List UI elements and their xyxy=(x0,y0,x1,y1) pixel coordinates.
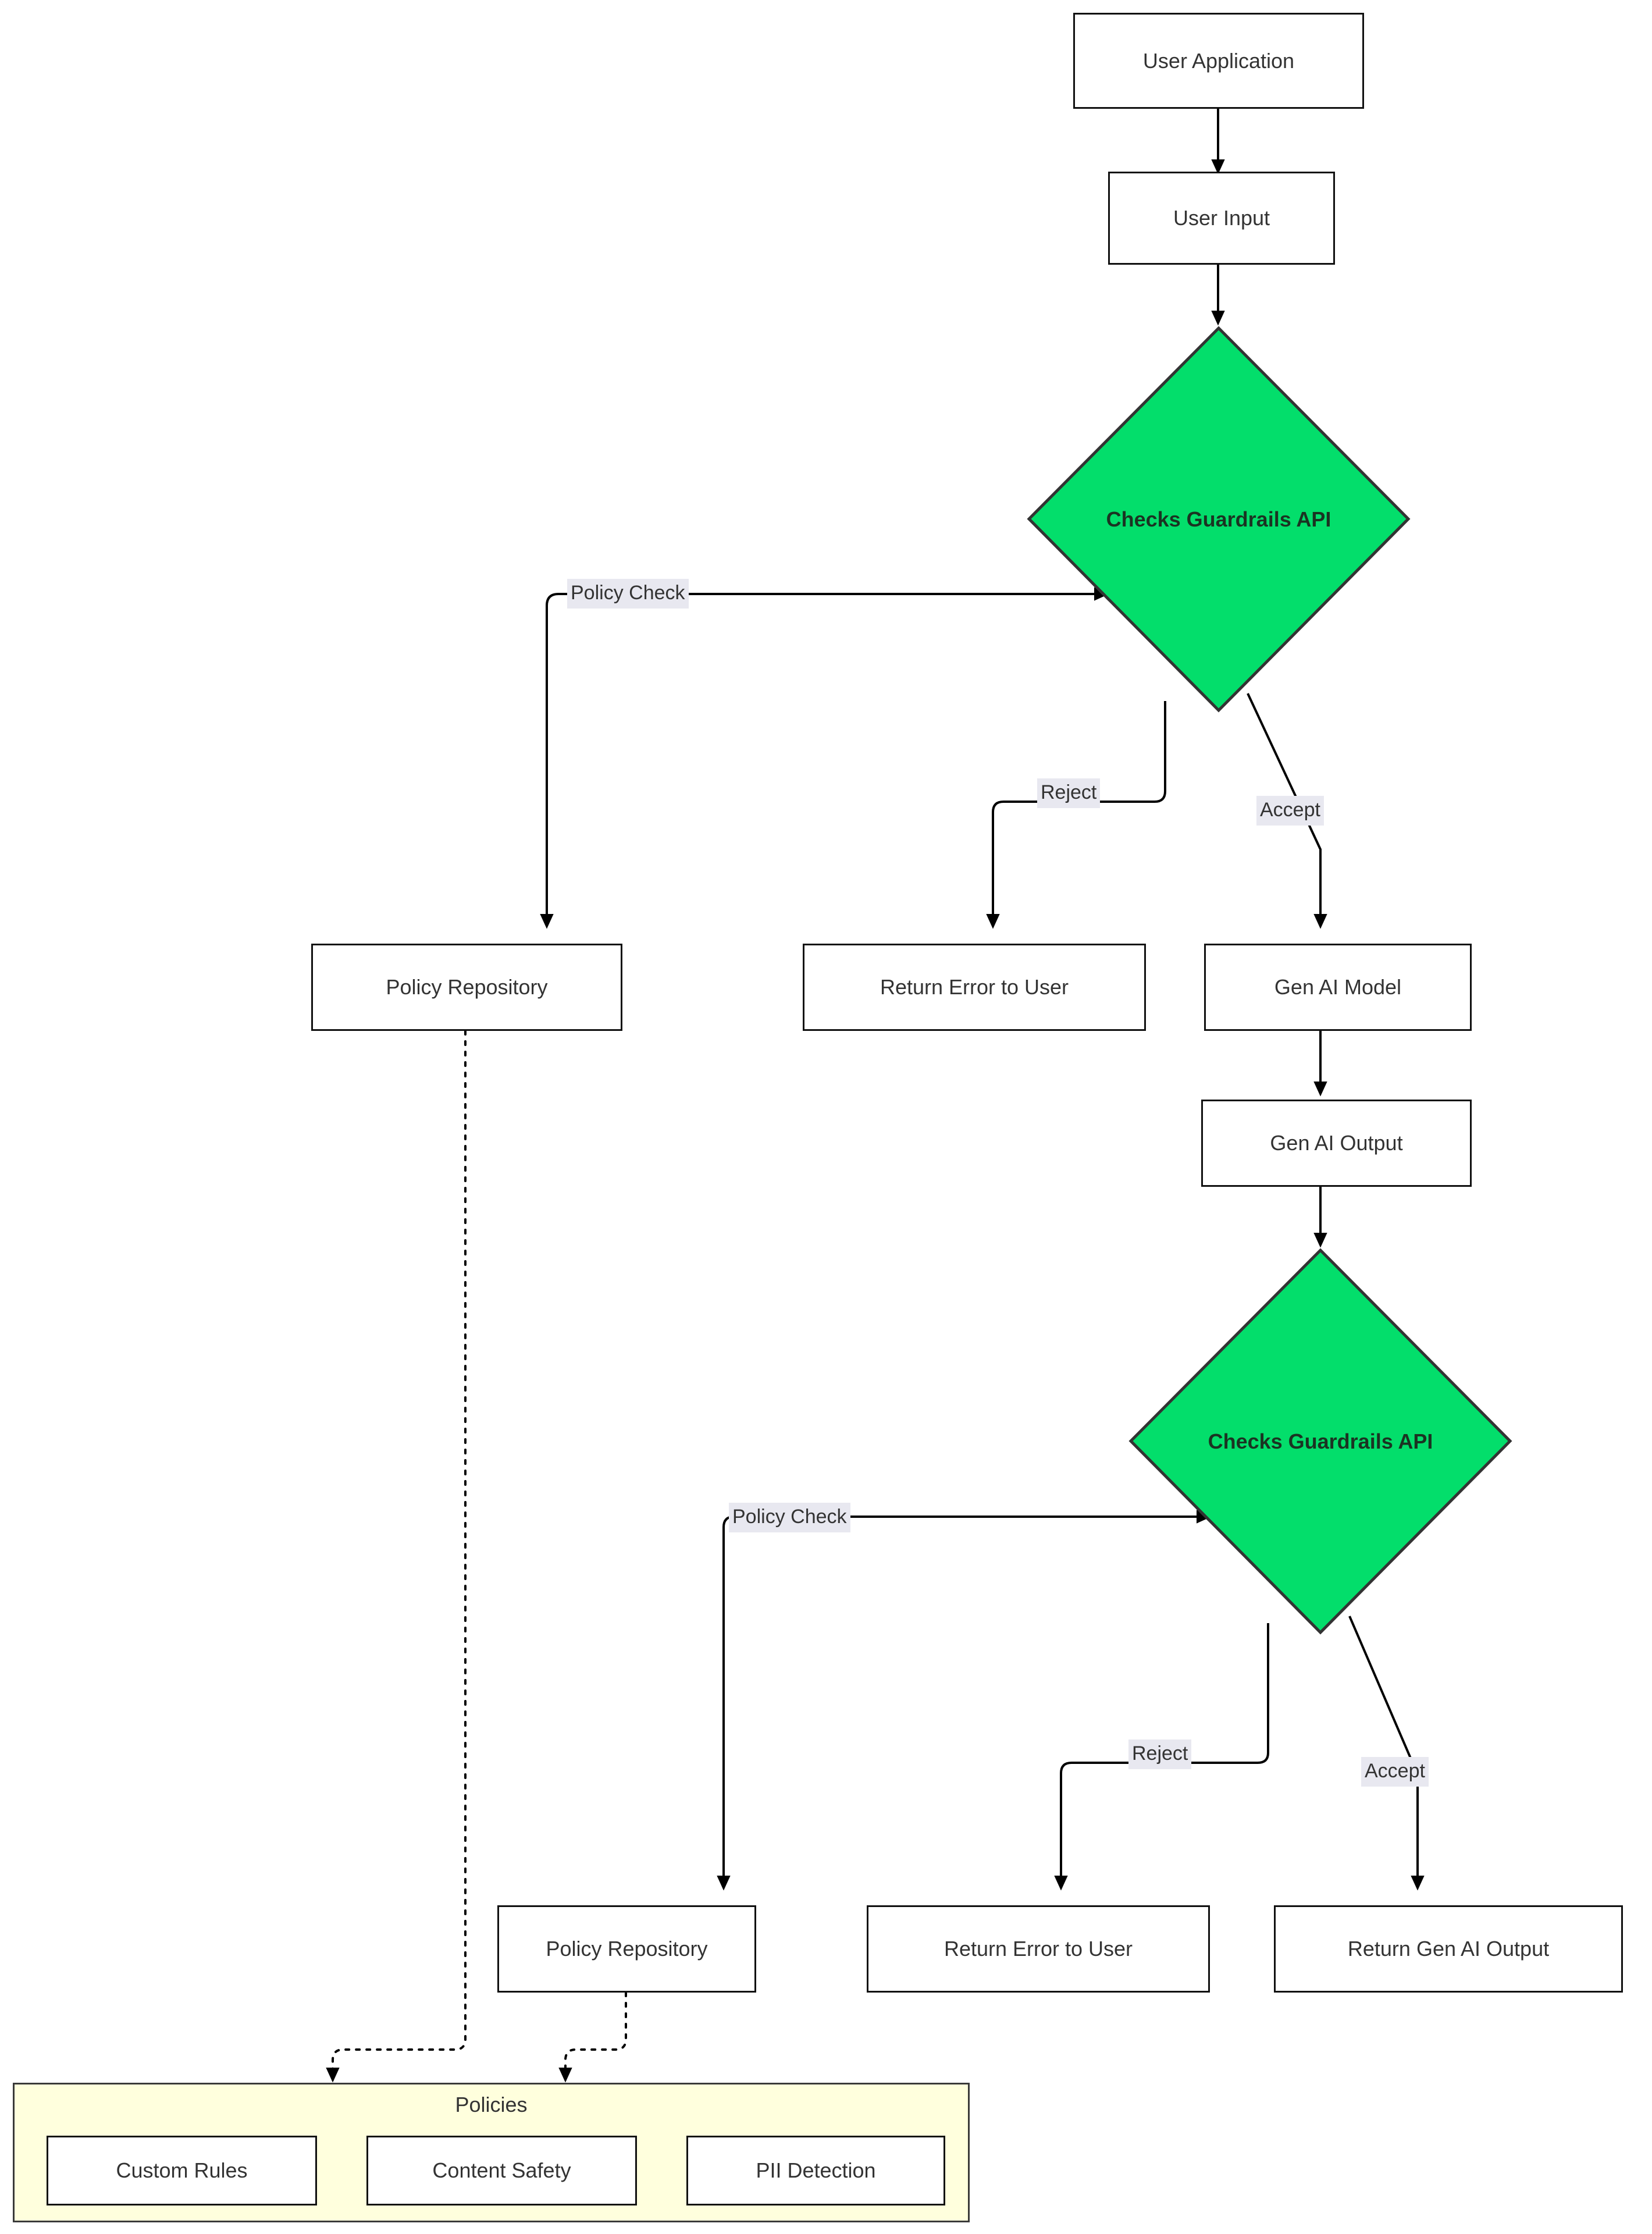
policies-item-pii-detection[interactable]: PII Detection xyxy=(686,2136,945,2205)
edge-label-policy-check-input: Policy Check xyxy=(567,579,689,609)
node-policy-repository-output[interactable]: Policy Repository xyxy=(497,1905,756,1993)
node-return-error-output-label: Return Error to User xyxy=(944,1937,1133,1961)
policies-item-custom-rules[interactable]: Custom Rules xyxy=(47,2136,317,2205)
guardrails-input-diamond-shape xyxy=(1027,326,1411,713)
node-return-error-output[interactable]: Return Error to User xyxy=(867,1905,1210,1993)
edge-label-accept-output: Accept xyxy=(1361,1757,1429,1787)
node-user-input[interactable]: User Input xyxy=(1108,172,1335,265)
policies-item-custom-rules-label: Custom Rules xyxy=(116,2158,248,2183)
edge-label-reject-input: Reject xyxy=(1037,778,1101,809)
node-guardrails-output-label: Checks Guardrails API xyxy=(1208,1429,1433,1453)
node-return-gen-ai-output-label: Return Gen AI Output xyxy=(1347,1937,1550,1961)
node-gen-ai-output-label: Gen AI Output xyxy=(1270,1131,1403,1155)
edge-guardrails-input-to-policy-repository xyxy=(540,587,1109,929)
node-gen-ai-output[interactable]: Gen AI Output xyxy=(1201,1100,1472,1187)
guardrails-output-diamond-shape xyxy=(1128,1248,1512,1635)
node-return-error-input[interactable]: Return Error to User xyxy=(803,944,1146,1031)
policies-item-pii-detection-label: PII Detection xyxy=(756,2158,876,2183)
node-user-application[interactable]: User Application xyxy=(1073,13,1364,109)
edge-guardrails-output-to-return-gen-ai-output xyxy=(1348,1616,1425,1891)
edge-policy-repository-output-to-policies xyxy=(558,1991,627,2083)
policies-item-content-safety[interactable]: Content Safety xyxy=(366,2136,637,2205)
node-guardrails-input[interactable]: Checks Guardrails API xyxy=(1027,326,1411,713)
node-policy-repository-input[interactable]: Policy Repository xyxy=(311,944,622,1031)
node-return-error-input-label: Return Error to User xyxy=(880,975,1069,999)
node-policy-repository-input-label: Policy Repository xyxy=(386,975,548,999)
edge-label-accept-input: Accept xyxy=(1256,796,1324,826)
node-gen-ai-model-label: Gen AI Model xyxy=(1274,975,1402,999)
node-return-gen-ai-output[interactable]: Return Gen AI Output xyxy=(1274,1905,1623,1993)
node-guardrails-output[interactable]: Checks Guardrails API xyxy=(1128,1248,1512,1635)
policies-group-title: Policies xyxy=(455,2093,528,2116)
edge-label-policy-check-output: Policy Check xyxy=(729,1503,850,1533)
node-gen-ai-model[interactable]: Gen AI Model xyxy=(1204,944,1472,1031)
edge-guardrails-input-to-return-error xyxy=(986,701,1166,929)
edge-label-reject-output: Reject xyxy=(1128,1739,1192,1770)
node-guardrails-input-label: Checks Guardrails API xyxy=(1106,507,1331,531)
policies-group: Policies Custom Rules Content Safety PII… xyxy=(13,2083,970,2222)
policies-item-content-safety-label: Content Safety xyxy=(432,2158,571,2183)
node-user-input-label: User Input xyxy=(1173,206,1270,230)
node-policy-repository-output-label: Policy Repository xyxy=(546,1937,708,1961)
edge-policy-repository-input-to-policies xyxy=(326,1030,467,2083)
node-user-application-label: User Application xyxy=(1142,48,1295,73)
